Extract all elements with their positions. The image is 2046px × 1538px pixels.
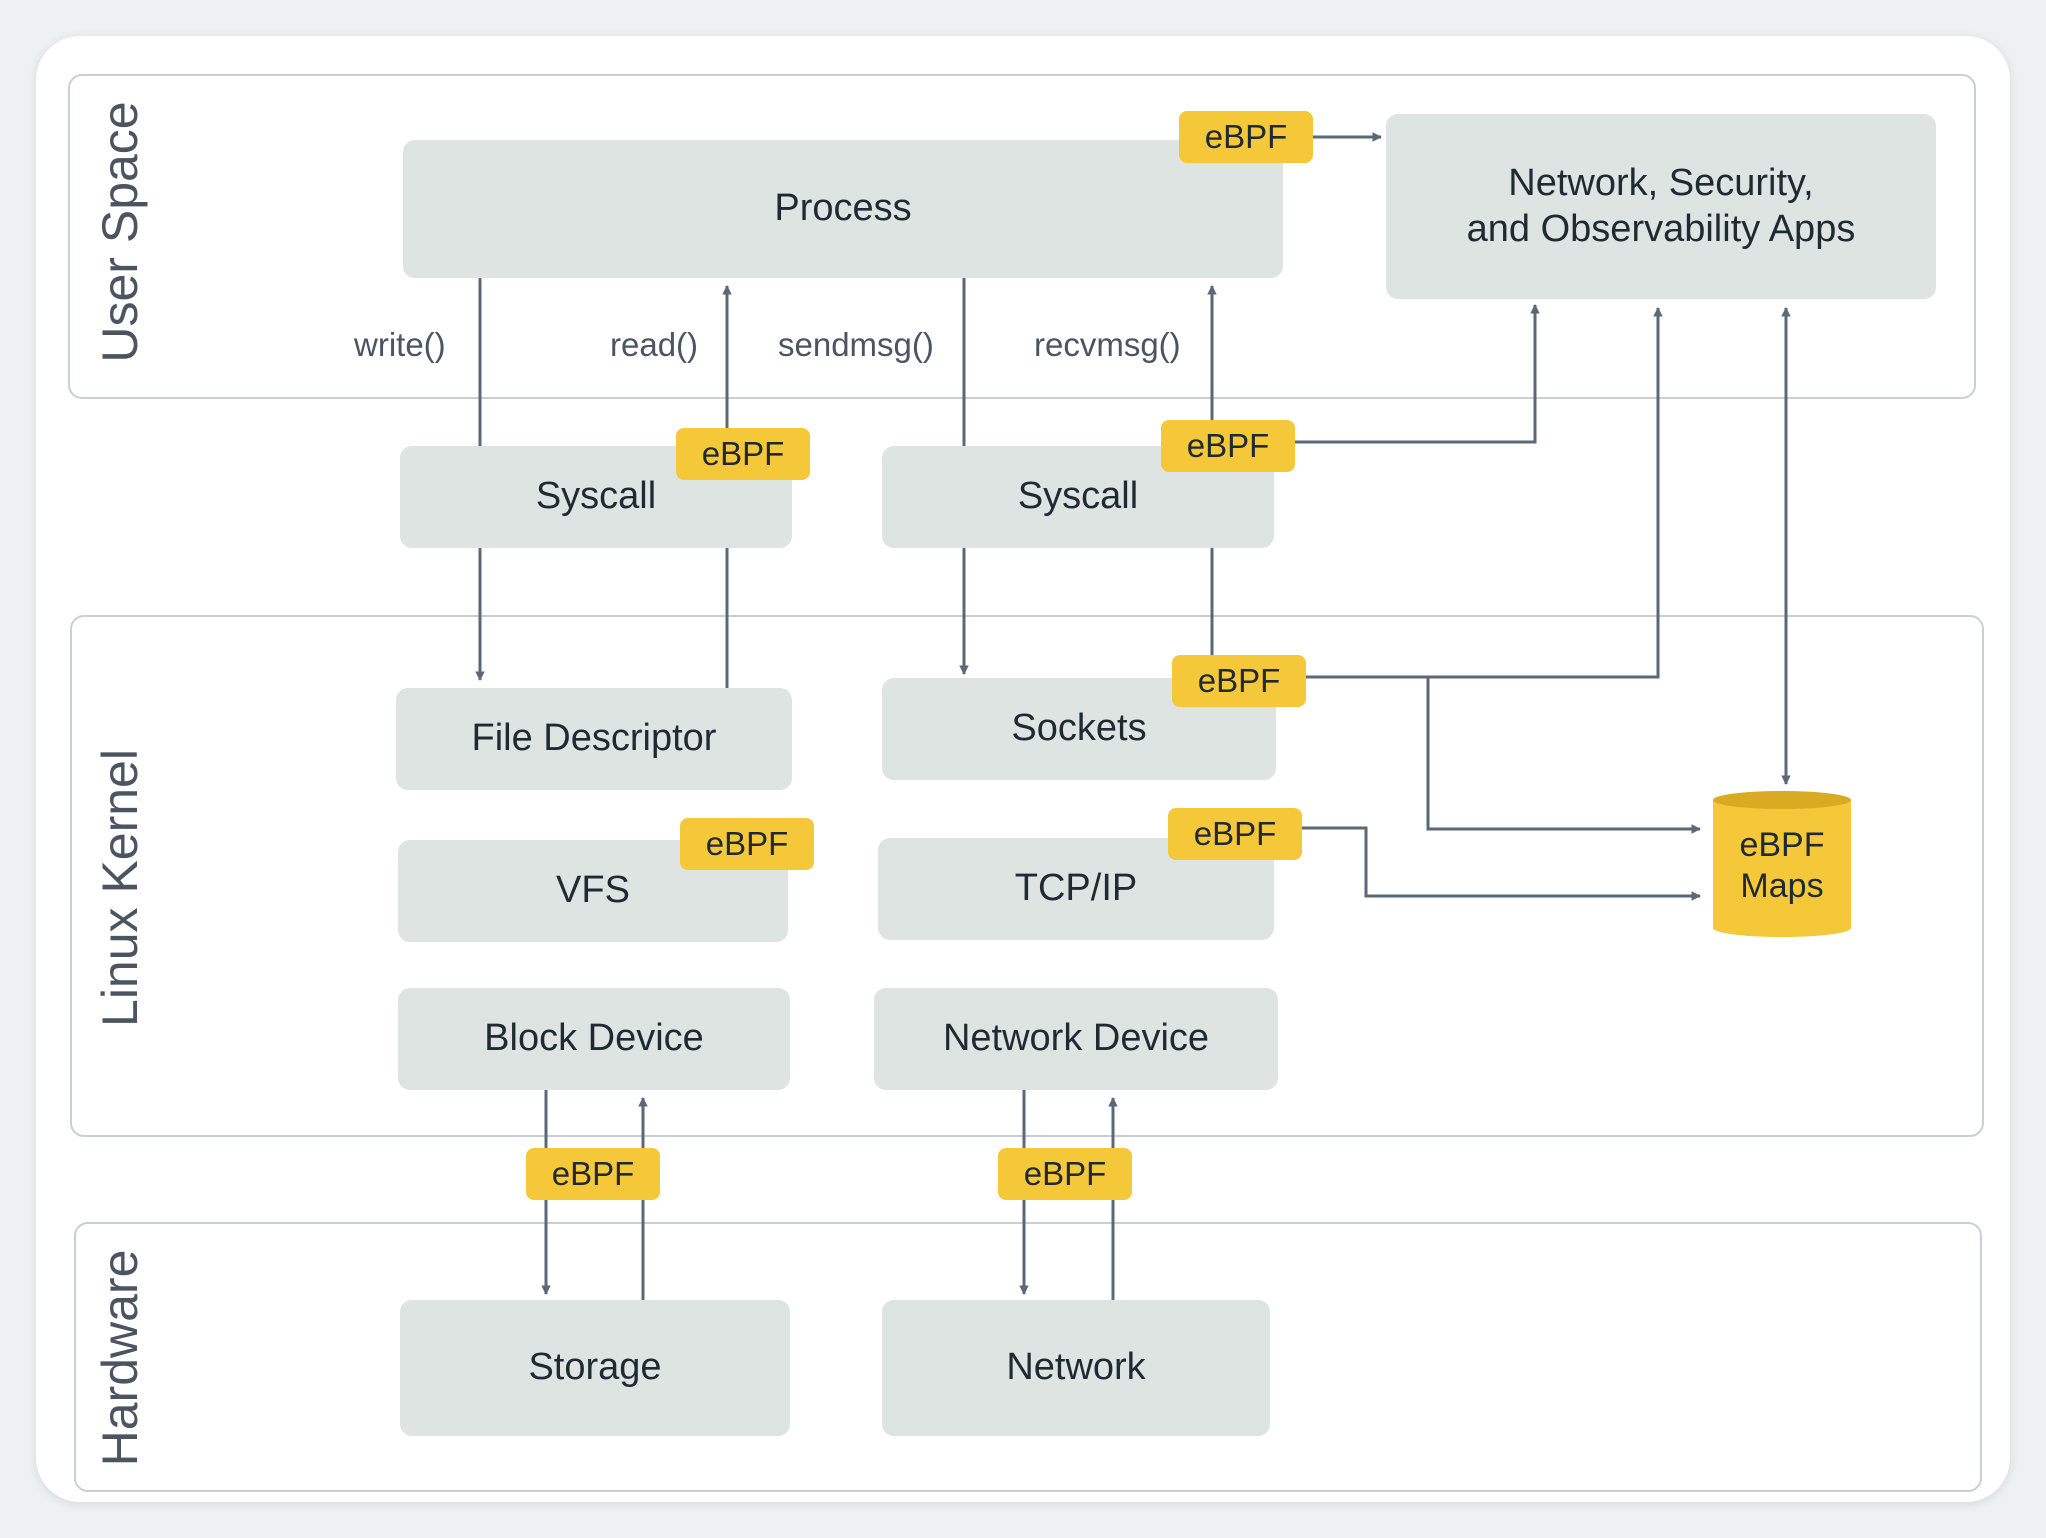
recvmsg-call-label: recvmsg() — [1034, 326, 1181, 363]
syscall-left-label: Syscall — [535, 475, 657, 518]
process-box: Process — [403, 140, 1283, 278]
read-call-label: read() — [610, 326, 699, 363]
sockets-badge-to-maps-arrow — [1426, 677, 1701, 834]
block-device-label: Block Device — [484, 1017, 704, 1060]
network-device-label: Network Device — [942, 1017, 1210, 1060]
sendmsg-call-label: sendmsg() — [778, 326, 934, 363]
ebpf-badge-syscall-left: eBPF — [676, 428, 810, 480]
tcp-ip-label: TCP/IP — [1014, 867, 1138, 910]
linux-kernel-layer — [70, 615, 1984, 1137]
ebpf-maps-line1: eBPF — [1739, 826, 1825, 864]
ebpf-badge-block: eBPF — [526, 1148, 660, 1200]
file-descriptor-label: File Descriptor — [471, 717, 717, 760]
hardware-layer — [74, 1222, 1982, 1492]
network-box: Network — [882, 1300, 1270, 1436]
apps-box: Network, Security, and Observability App… — [1386, 114, 1936, 299]
syscall-right-label: Syscall — [1017, 475, 1139, 518]
storage-label: Storage — [528, 1346, 662, 1389]
network-label: Network — [1006, 1346, 1146, 1389]
storage-box: Storage — [400, 1300, 790, 1436]
tcpip-badge-to-maps-arrow — [1302, 826, 1701, 901]
vfs-label: VFS — [556, 869, 630, 912]
user-space-layer — [68, 74, 1976, 399]
sockets-label: Sockets — [1011, 707, 1147, 750]
write-call-label: write() — [354, 326, 446, 363]
ebpf-badge-syscall-right: eBPF — [1161, 420, 1295, 472]
ebpf-maps-line2: Maps — [1740, 867, 1824, 906]
network-device-box: Network Device — [874, 988, 1278, 1090]
process-label: Process — [774, 187, 912, 230]
ebpf-badge-sockets: eBPF — [1172, 655, 1306, 707]
syscall-badge-to-apps-arrow — [1295, 304, 1540, 444]
block-device-box: Block Device — [398, 988, 790, 1090]
ebpf-badge-process: eBPF — [1179, 111, 1313, 163]
apps-label-line1: Network, Security, — [1508, 161, 1814, 204]
file-descriptor-box: File Descriptor — [396, 688, 792, 790]
ebpf-maps-cylinder — [1713, 791, 1851, 937]
ebpf-badge-tcp-ip: eBPF — [1168, 808, 1302, 860]
ebpf-maps-label: eBPF Maps — [1713, 825, 1851, 908]
apps-label-line2: and Observability Apps — [1466, 207, 1856, 250]
ebpf-badge-netdev: eBPF — [998, 1148, 1132, 1200]
ebpf-badge-vfs: eBPF — [680, 818, 814, 870]
sockets-badge-to-apps-arrow — [1306, 307, 1663, 679]
